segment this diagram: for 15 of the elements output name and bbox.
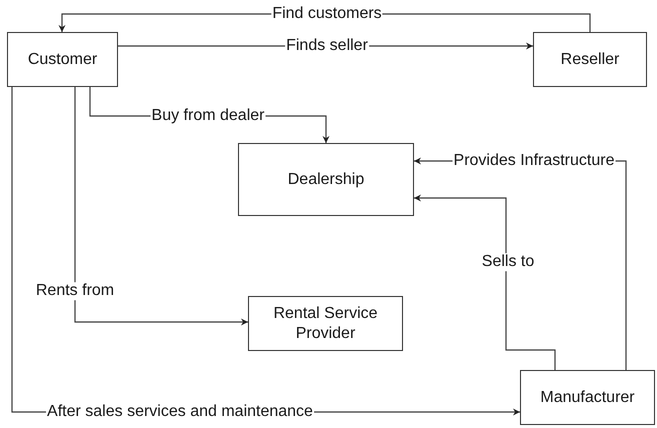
node-label: Customer [28,50,98,70]
process-box [520,370,655,425]
arrow [414,194,556,370]
node-label: Dealership [288,170,364,190]
process-box [248,296,403,351]
process-box [7,32,118,87]
edge-label: Sells to [480,253,536,271]
node-label: Reseller [560,50,620,70]
process-box [238,143,414,216]
edge-label: Buy from dealer [150,107,266,125]
node-label: Rental Service Provider [272,304,379,344]
edge-label: Rents from [34,282,116,300]
process-box [533,32,647,87]
arrow [74,87,248,326]
node-label: Manufacturer [540,388,635,408]
